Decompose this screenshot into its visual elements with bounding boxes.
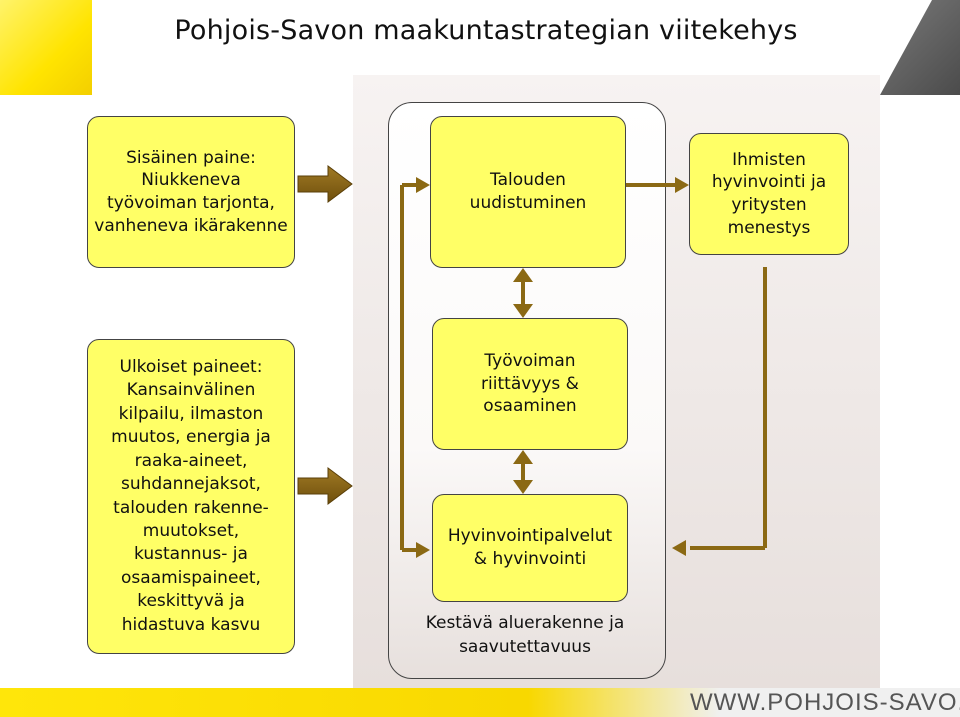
double-arrow-workforce-welfare xyxy=(513,450,533,494)
outer-pressures-text: Ulkoiset paineet: Kansainvälinen kilpail… xyxy=(111,356,271,635)
inner-pressure-text: Sisäinen paine: Niukkeneva työvoiman tar… xyxy=(94,147,288,236)
wellbeing-feedback-arrow xyxy=(690,267,767,550)
left-feedback-arrowhead-bottom xyxy=(416,542,430,558)
bottom-band xyxy=(0,688,960,717)
wellbeing-success-box: Ihmisten hyvinvointi ja yritysten menest… xyxy=(689,133,849,255)
footer-url: WWW.POHJOIS-SAVO.FI xyxy=(690,688,960,716)
left-feedback-arrow xyxy=(400,183,418,552)
inner-pressure-box: Sisäinen paine: Niukkeneva työvoiman tar… xyxy=(87,116,295,268)
workforce-text: Työvoiman riittävyys & osaaminen xyxy=(481,351,579,417)
corner-decoration-yellow xyxy=(0,0,92,95)
double-arrow-economy-workforce xyxy=(513,268,533,318)
wellbeing-success-text: Ihmisten hyvinvointi ja yritysten menest… xyxy=(711,149,827,238)
welfare-services-text: Hyvinvointipalvelut & hyvinvointi xyxy=(447,526,613,569)
outer-pressures-box: Ulkoiset paineet: Kansainvälinen kilpail… xyxy=(87,339,295,654)
economy-to-wellbeing-arrowhead xyxy=(675,177,689,193)
corner-decoration-grey xyxy=(880,0,960,95)
economy-renewal-box: Talouden uudistuminen xyxy=(430,116,626,268)
container-label: Kestävä aluerakenne ja saavutettavuus xyxy=(425,613,625,657)
wellbeing-feedback-arrowhead xyxy=(672,540,686,556)
inner-pressure-arrow xyxy=(297,165,353,203)
workforce-box: Työvoiman riittävyys & osaaminen xyxy=(432,318,628,450)
left-feedback-arrowhead-top xyxy=(416,177,430,193)
outer-pressures-arrow xyxy=(297,467,353,505)
page-title: Pohjois-Savon maakuntastrategian viiteke… xyxy=(174,14,798,46)
welfare-services-box: Hyvinvointipalvelut & hyvinvointi xyxy=(432,494,628,602)
economy-renewal-text: Talouden uudistuminen xyxy=(469,170,587,213)
